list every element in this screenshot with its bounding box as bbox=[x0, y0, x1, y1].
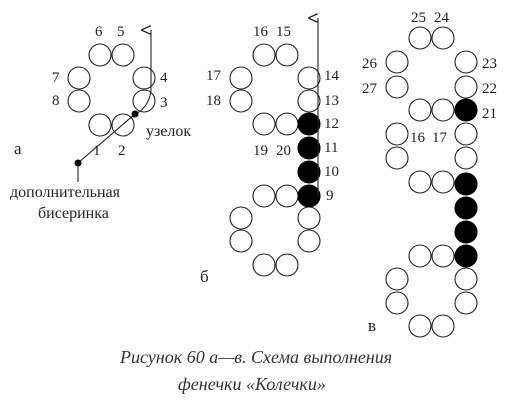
num-v-23: 23 bbox=[482, 56, 497, 72]
num-a-1: 1 bbox=[93, 143, 101, 159]
bead-a-7 bbox=[67, 66, 91, 90]
bead-a-5 bbox=[111, 43, 135, 67]
bead-b-12 bbox=[297, 112, 321, 136]
thread-a-extra bbox=[77, 113, 136, 164]
panel-v: 25 24 26 27 23 22 21 16 17 в bbox=[362, 10, 497, 338]
bead-b-prev-5 bbox=[252, 253, 276, 277]
bead-a-3 bbox=[132, 89, 156, 113]
num-v-27: 27 bbox=[362, 81, 378, 97]
extra-bead-label-1: дополнительная bbox=[10, 184, 121, 201]
num-v-22: 22 bbox=[482, 81, 497, 97]
bead-v-low-2 bbox=[431, 244, 455, 268]
bead-v-low-6 bbox=[431, 314, 455, 338]
bead-b-19 bbox=[252, 112, 276, 136]
caption-line-2: фенечки «Колечки» bbox=[178, 374, 326, 394]
num-b-9: 9 bbox=[326, 188, 334, 204]
num-v-25: 25 bbox=[411, 10, 426, 26]
bead-v-23 bbox=[454, 50, 478, 74]
num-v-16: 16 bbox=[410, 130, 426, 146]
num-a-5: 5 bbox=[117, 24, 125, 40]
bead-b-13 bbox=[297, 89, 321, 113]
bead-v-mid-5 bbox=[454, 122, 478, 146]
bead-v-24 bbox=[431, 26, 455, 50]
knot-dot bbox=[131, 110, 139, 118]
bead-b-prev-8 bbox=[297, 206, 321, 230]
num-a-4: 4 bbox=[160, 70, 168, 86]
bead-a-6 bbox=[88, 43, 112, 67]
bead-v-fill-1 bbox=[454, 172, 478, 196]
bead-a-1 bbox=[88, 113, 112, 137]
bead-b-11 bbox=[297, 136, 321, 160]
caption-line-1: Рисунок 60 а—в. Схема выполнения bbox=[119, 347, 392, 367]
bead-v-22 bbox=[454, 75, 478, 99]
bead-b-15 bbox=[275, 43, 299, 67]
bead-v-mid-4 bbox=[431, 170, 455, 194]
num-a-7: 7 bbox=[52, 70, 60, 86]
panel-letter-v: в bbox=[368, 316, 376, 335]
num-b-13: 13 bbox=[324, 93, 339, 109]
num-b-15: 15 bbox=[276, 24, 291, 40]
bead-v-fill-2 bbox=[454, 196, 478, 220]
bead-b-14 bbox=[297, 66, 321, 90]
bead-b-10 bbox=[297, 160, 321, 184]
num-b-18: 18 bbox=[206, 93, 221, 109]
num-v-17: 17 bbox=[432, 130, 448, 146]
bead-b-prev-2 bbox=[275, 184, 299, 208]
bead-b-prev-1 bbox=[252, 184, 276, 208]
bead-v-17 bbox=[431, 98, 455, 122]
bead-v-low-4 bbox=[385, 291, 409, 315]
panel-a: 1 2 3 4 5 6 7 8 узелок дополнительная би… bbox=[10, 24, 191, 222]
bead-v-mid-6 bbox=[454, 146, 478, 170]
num-b-12: 12 bbox=[324, 116, 339, 132]
bead-v-low-5 bbox=[408, 314, 432, 338]
num-b-16: 16 bbox=[253, 24, 269, 40]
bead-b-20 bbox=[275, 112, 299, 136]
bead-b-prev-7 bbox=[297, 229, 321, 253]
bead-v-mid-3 bbox=[408, 170, 432, 194]
bead-b-prev-6 bbox=[275, 253, 299, 277]
bead-b-prev-3 bbox=[229, 206, 253, 230]
bead-v-mid-2 bbox=[385, 146, 409, 170]
num-v-24: 24 bbox=[434, 10, 450, 26]
panel-letter-b: б bbox=[200, 267, 209, 286]
panel-b: 9 10 11 12 13 14 15 16 17 18 19 20 б bbox=[200, 18, 340, 286]
num-a-6: 6 bbox=[95, 24, 103, 40]
num-v-26: 26 bbox=[362, 56, 378, 72]
num-a-2: 2 bbox=[118, 143, 126, 159]
bead-v-21 bbox=[454, 98, 478, 122]
num-b-17: 17 bbox=[206, 68, 222, 84]
bead-a-8 bbox=[67, 89, 91, 113]
bead-v-low-7 bbox=[454, 267, 478, 291]
knot-label: узелок bbox=[146, 123, 191, 140]
bead-v-fill-4 bbox=[454, 244, 478, 268]
bead-v-fill-3 bbox=[454, 220, 478, 244]
num-a-3: 3 bbox=[160, 95, 168, 111]
num-b-11: 11 bbox=[324, 140, 338, 156]
bead-v-low-3 bbox=[385, 267, 409, 291]
bead-b-18 bbox=[229, 89, 253, 113]
extra-bead-label-2: бисеринка bbox=[38, 205, 109, 222]
bead-v-21-ring-top1 bbox=[408, 26, 432, 50]
num-b-10: 10 bbox=[324, 164, 339, 180]
bead-b-9 bbox=[297, 184, 321, 208]
bead-a-4 bbox=[132, 66, 156, 90]
num-b-14: 14 bbox=[324, 68, 340, 84]
bead-v-mid-1 bbox=[385, 122, 409, 146]
num-v-21: 21 bbox=[482, 106, 497, 122]
panel-letter-a: а bbox=[14, 139, 22, 158]
bead-v-low-1 bbox=[408, 244, 432, 268]
bead-b-prev-4 bbox=[229, 229, 253, 253]
bead-v-27 bbox=[385, 75, 409, 99]
num-b-19: 19 bbox=[253, 143, 268, 159]
bead-b-17 bbox=[229, 66, 253, 90]
bead-b-16 bbox=[252, 43, 276, 67]
num-b-20: 20 bbox=[276, 143, 291, 159]
num-a-8: 8 bbox=[52, 93, 60, 109]
bead-v-26 bbox=[385, 50, 409, 74]
bead-v-16 bbox=[408, 98, 432, 122]
bead-v-low-8 bbox=[454, 291, 478, 315]
